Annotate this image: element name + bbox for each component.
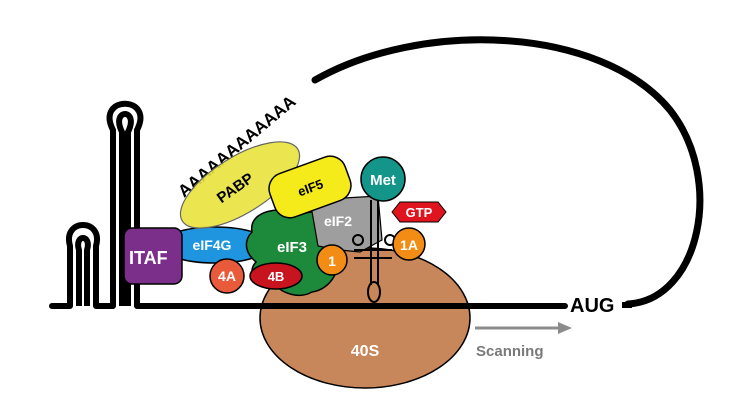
eif1-label: 1 [328, 253, 336, 269]
trna-structure [352, 200, 396, 303]
met-label: Met [370, 172, 396, 189]
scanning-arrowhead [558, 322, 572, 334]
eif4g-label: eIF4G [193, 237, 232, 253]
eif4a-label: 4A [218, 268, 236, 284]
itaf-label: ITAF [129, 248, 168, 268]
eif1a-label: 1A [400, 237, 418, 253]
mrna-3prime-loop [311, 36, 704, 308]
eif4b-label: 4B [268, 269, 285, 284]
gtp-label: GTP [406, 205, 433, 220]
scanning-label: Scanning [476, 343, 544, 360]
aug-label: AUG [570, 295, 614, 317]
eif4b-factor [249, 262, 303, 290]
eif3-label: eIF3 [277, 239, 307, 256]
gtp-factor [391, 201, 447, 223]
itaf-factor [123, 227, 183, 285]
eif1a-factor [392, 227, 426, 261]
eif2-label: eIF2 [324, 213, 352, 229]
mrna-strand [49, 100, 568, 309]
pabp-factor [179, 141, 301, 229]
eif5-factor [268, 155, 352, 219]
met-trna [360, 156, 406, 202]
label-40s: 40S [351, 343, 380, 360]
eif4a-factor [209, 258, 245, 294]
eif1-factor [316, 244, 348, 276]
mrna-strand-inner [75, 111, 134, 306]
